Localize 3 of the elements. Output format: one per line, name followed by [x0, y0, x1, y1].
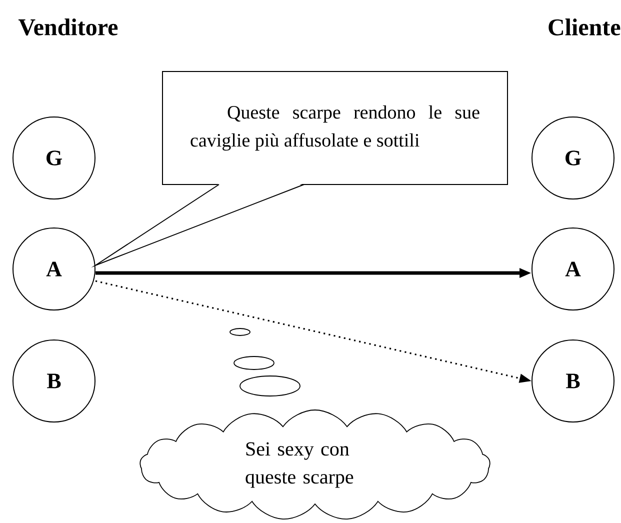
column-heading: Cliente: [548, 18, 620, 36]
column-heading: Venditore: [18, 18, 118, 36]
thought-cloud: Sei sexy con queste scarpe: [140, 410, 490, 520]
